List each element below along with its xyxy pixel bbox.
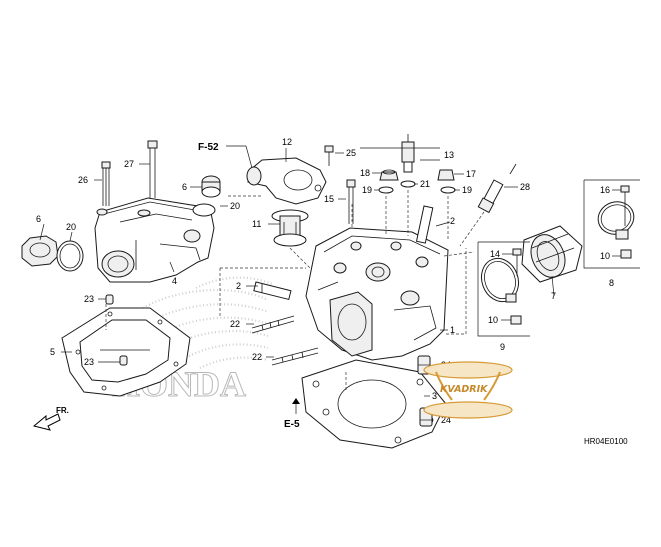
- diagram-code: HR04E0100: [584, 437, 628, 446]
- ref-f52: F-52: [198, 142, 253, 169]
- callout-2-left: 2: [236, 281, 241, 291]
- callout-19-right: 19: [462, 185, 472, 195]
- head-cover-gasket-part: [61, 307, 191, 397]
- callout-27: 27: [124, 159, 134, 169]
- svg-text:F-52: F-52: [198, 142, 219, 153]
- oil-filler-cap-part: [21, 235, 59, 267]
- guide-2-left-part: [253, 281, 292, 301]
- washer-19-right: [440, 186, 456, 194]
- callout-21: 21: [420, 179, 430, 189]
- kvadrik-logo-text: KVADRIK: [440, 384, 488, 395]
- nut-18-part: [379, 169, 399, 181]
- thermostat-part: [271, 209, 309, 247]
- bolt-15-part: [346, 179, 356, 224]
- temperature-sensor-part: [401, 134, 415, 173]
- callout-6-top: 6: [182, 182, 187, 192]
- callout-22-upper: 22: [230, 319, 240, 329]
- front-arrow-label: FR.: [56, 406, 69, 415]
- callout-17: 17: [466, 169, 476, 179]
- callout-12: 12: [282, 137, 292, 147]
- stud-22-lower-part: [271, 347, 319, 366]
- callout-15: 15: [324, 194, 334, 204]
- front-arrow: FR.: [32, 406, 69, 431]
- callout-19-left: 19: [362, 185, 372, 195]
- callout-24-lower: 24: [441, 415, 451, 425]
- bolt-27-part: [147, 140, 158, 198]
- clamp-8-part: [597, 201, 635, 240]
- callout-13: 13: [444, 150, 454, 160]
- spark-plug-part: [477, 163, 517, 214]
- leader-lines: [39, 148, 621, 421]
- washer-21-part: [400, 180, 416, 188]
- callout-22-lower: 22: [252, 352, 262, 362]
- intake-joint-part: [521, 225, 583, 283]
- callout-18: 18: [360, 168, 370, 178]
- stud-22-upper-part: [251, 315, 295, 334]
- callout-26: 26: [78, 175, 88, 185]
- svg-text:E-5: E-5: [284, 419, 300, 430]
- callout-10-upper: 10: [600, 251, 610, 261]
- kvadrik-logo: KVADRIK: [423, 361, 513, 419]
- callout-23-lower: 23: [84, 357, 94, 367]
- callout-10-lower: 10: [488, 315, 498, 325]
- o-ring-20-left: [56, 240, 84, 272]
- callout-16: 16: [600, 185, 610, 195]
- thermostat-cover-part: [246, 157, 327, 205]
- head-cover-part: [94, 197, 215, 283]
- cap-nut-17-part: [437, 169, 455, 181]
- screw-16-part: [620, 185, 630, 226]
- bracket-9: [477, 242, 530, 337]
- dowel-23-lower: [119, 355, 128, 366]
- washer-19-left: [378, 186, 394, 194]
- callout-28: 28: [520, 182, 530, 192]
- cylinder-head-part: [305, 227, 449, 373]
- callout-8: 8: [609, 278, 614, 288]
- bolt-26-part: [101, 161, 111, 206]
- bolt-25-part: [324, 145, 334, 166]
- callout-6-left: 6: [36, 214, 41, 224]
- callout-20-top: 20: [230, 201, 240, 211]
- callout-5: 5: [50, 347, 55, 357]
- nut-10-lower: [510, 315, 522, 325]
- callout-4: 4: [172, 276, 177, 286]
- cylinder-head-gasket-part: [301, 359, 447, 449]
- guide-2-right-part: [415, 205, 434, 244]
- callout-2-right: 2: [450, 216, 455, 226]
- callout-25: 25: [346, 148, 356, 158]
- o-ring-20-top: [192, 203, 216, 217]
- callout-3: 3: [432, 391, 437, 401]
- callout-1: 1: [450, 325, 455, 335]
- screw-14-part: [512, 248, 522, 276]
- callout-11: 11: [252, 219, 261, 229]
- cap-6-top-part: [201, 175, 221, 198]
- callout-14: 14: [490, 249, 500, 259]
- ref-e5: E-5: [284, 398, 300, 430]
- dowel-23-upper: [105, 294, 114, 305]
- bracket-8: [583, 180, 640, 269]
- callout-9: 9: [500, 342, 505, 352]
- callout-labels: 6 20 4 23 5 23 27 26 6 20 12 11 25 15 2 …: [36, 137, 614, 425]
- callout-20-left: 20: [66, 222, 76, 232]
- callout-23-upper: 23: [84, 294, 94, 304]
- callout-7: 7: [551, 291, 556, 301]
- nut-10-upper: [620, 249, 632, 259]
